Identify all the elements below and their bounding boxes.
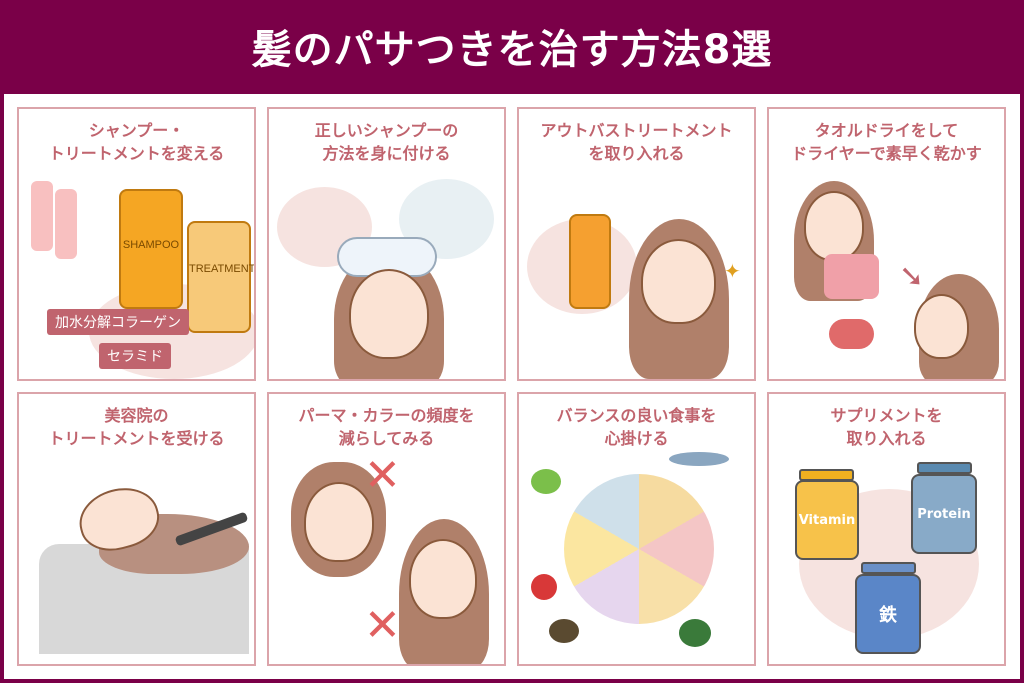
jar-label: Protein bbox=[917, 506, 971, 522]
food-plate bbox=[564, 474, 714, 624]
panel-title: サプリメントを 取り入れる bbox=[830, 406, 943, 448]
woman-face bbox=[804, 191, 864, 261]
iron-jar: 鉄 bbox=[855, 574, 921, 654]
pump-bottle-small-icon bbox=[55, 189, 77, 259]
arrow-icon: ➘ bbox=[899, 259, 925, 294]
fish-icon bbox=[669, 452, 729, 466]
panel-title: バランスの良い食事を 心掛ける bbox=[556, 406, 717, 448]
pumpkin-icon bbox=[679, 619, 711, 647]
ingredient-tag: セラミド bbox=[99, 343, 171, 369]
panel-title: シャンプー・ トリートメントを変える bbox=[48, 121, 225, 163]
towel-icon bbox=[824, 254, 879, 299]
jar-lid bbox=[861, 562, 916, 574]
ingredient-tag: 加水分解コラーゲン bbox=[47, 309, 189, 335]
protein-jar: Protein bbox=[911, 474, 977, 554]
cross-icon: ✕ bbox=[364, 450, 401, 501]
avocado-icon bbox=[549, 619, 579, 643]
panel-out-bath-treatment: アウトバストリートメント を取り入れる ✦ bbox=[517, 107, 756, 381]
panel-title: パーマ・カラーの頻度を 減らしてみる bbox=[298, 406, 475, 448]
jar-label: Vitamin bbox=[798, 512, 856, 528]
panel-salon-treatment: 美容院の トリートメントを受ける bbox=[17, 392, 256, 666]
sparkle-icon: ✦ bbox=[724, 259, 741, 283]
header: 髪のパサつきを治す方法8選 bbox=[0, 0, 1024, 92]
panel-towel-dry: タオルドライをして ドライヤーで素早く乾かす ➘ bbox=[767, 107, 1006, 381]
panel-shampoo-method: 正しいシャンプーの 方法を身に付ける bbox=[267, 107, 506, 381]
board: シャンプー・ トリートメントを変える SHAMPOO TREATMENT 加水分… bbox=[4, 94, 1020, 679]
woman-face bbox=[914, 294, 969, 359]
woman-face bbox=[409, 539, 477, 619]
woman-face bbox=[349, 269, 429, 359]
treatment-bottle-icon bbox=[569, 214, 611, 309]
cross-icon: ✕ bbox=[364, 600, 401, 651]
bottle-label: SHAMPOO bbox=[122, 239, 180, 251]
apple-icon bbox=[531, 574, 557, 600]
hair-dryer-icon bbox=[829, 319, 874, 349]
panel-supplements: サプリメントを 取り入れる Vitamin Protein 鉄 bbox=[767, 392, 1006, 666]
panel-title: タオルドライをして ドライヤーで素早く乾かす bbox=[791, 121, 982, 163]
panel-reduce-perm-color: パーマ・カラーの頻度を 減らしてみる ✕ ✕ bbox=[267, 392, 506, 666]
panel-title: 美容院の トリートメントを受ける bbox=[48, 406, 225, 448]
woman-face bbox=[304, 482, 374, 562]
bottle-label: TREATMENT bbox=[189, 263, 256, 275]
woman-face bbox=[641, 239, 716, 324]
vitamin-jar: Vitamin bbox=[795, 480, 859, 560]
vegetable-icon bbox=[531, 469, 561, 494]
pump-bottle-small-icon bbox=[31, 181, 53, 251]
treatment-bottle-icon: TREATMENT bbox=[187, 221, 256, 333]
panel-shampoo-treatment: シャンプー・ トリートメントを変える SHAMPOO TREATMENT 加水分… bbox=[17, 107, 256, 381]
panel-title: 正しいシャンプーの 方法を身に付ける bbox=[314, 121, 459, 163]
panel-title: アウトバストリートメント を取り入れる bbox=[540, 121, 733, 163]
shampoo-bottle-icon: SHAMPOO bbox=[119, 189, 183, 309]
page-title: 髪のパサつきを治す方法8選 bbox=[251, 27, 773, 73]
jar-label: 鉄 bbox=[879, 605, 897, 626]
panel-balanced-diet: バランスの良い食事を 心掛ける bbox=[517, 392, 756, 666]
jar-lid bbox=[917, 462, 972, 474]
